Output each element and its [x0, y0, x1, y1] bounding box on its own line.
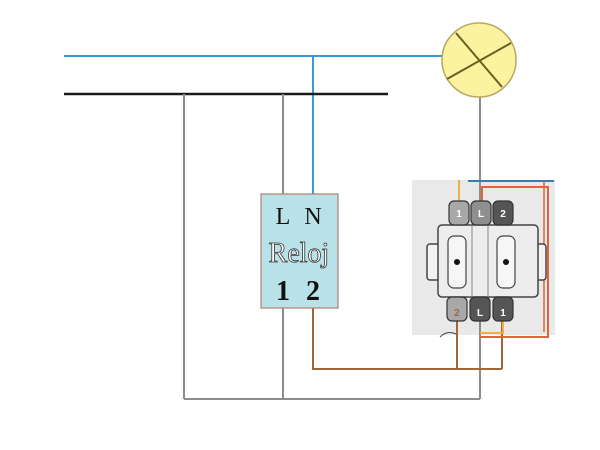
- timer-label: Reloj: [269, 238, 330, 269]
- switch-orange-bridge: [480, 320, 504, 334]
- switch-body[interactable]: [426, 224, 547, 298]
- terminal-top-l: [470, 200, 492, 226]
- timer-terminal-n: N: [304, 204, 321, 230]
- lamp-icon: [441, 22, 517, 98]
- terminal-top-1: [448, 200, 470, 226]
- timer-terminal-1: 1: [276, 276, 290, 307]
- switch-decorative-arc: [439, 332, 457, 338]
- terminal-bottom-l: [469, 296, 491, 322]
- terminal-top-l-label: L: [478, 209, 484, 220]
- terminal-top-2-label: 2: [500, 209, 506, 220]
- switch-red-wire: [480, 186, 549, 338]
- timer-terminal-l: L: [276, 204, 291, 230]
- terminal-bottom-l-label: L: [477, 308, 483, 319]
- terminal-top-2: [492, 200, 514, 226]
- switch-bottom-terminals: 2 L 1: [446, 296, 514, 322]
- terminal-bottom-1-label: 1: [500, 308, 506, 319]
- terminal-bottom-1: [492, 296, 514, 322]
- terminal-bottom-2-label: 2: [454, 308, 460, 319]
- timer-terminal-2: 2: [306, 276, 320, 307]
- timer-box[interactable]: L N Reloj 1 2: [260, 193, 339, 309]
- terminal-top-1-label: 1: [456, 209, 462, 220]
- terminal-bottom-2: [446, 296, 468, 322]
- switch-top-terminals: 1 L 2: [448, 200, 514, 226]
- brown-wire: [312, 308, 502, 370]
